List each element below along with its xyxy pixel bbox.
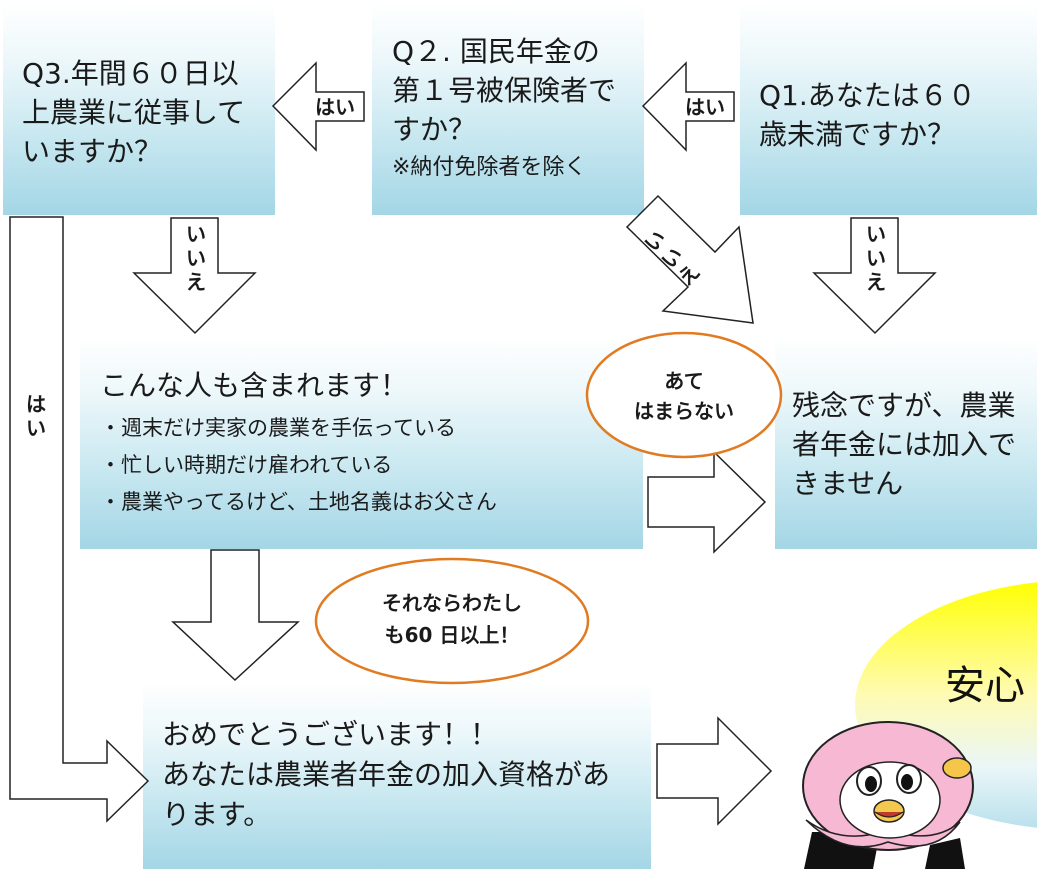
bubble-60days-line2: も60 日以上！ [384,623,520,647]
q3-line1: Q3.年間６０日以 [22,57,239,90]
q2-note: ※納付免除者を除く [392,155,587,180]
result-no-box [775,337,1037,549]
label-yes-q3-direct: はい [26,392,46,440]
q3-line3: いますか？ [22,135,163,168]
q2-line2: 第１号被保険者で [392,74,617,107]
q1-box [740,3,1037,215]
result-yes-line2: あなたは農業者年金の加入資格があ [162,758,611,791]
result-yes-box [143,682,651,869]
q2-line1: Q２. 国民年金の [392,35,600,68]
example-item-2: ・忙しい時期だけ雇われている [100,453,393,477]
arrow-no-q1 [812,217,937,335]
arrow-yes-q1-q2 [641,61,735,152]
q3-box [3,3,275,215]
example-item-3: ・農業やってるけど、土地名義はお父さん [100,490,497,514]
arrow-no-q3 [132,217,257,335]
example-item-1: ・週末だけ実家の農業を手伝っている [100,416,456,440]
q1-line2: 歳未満ですか？ [759,118,956,151]
examples-heading: こんな人も含まれます！ [100,369,409,402]
q2-line3: すか？ [392,113,477,146]
bubble-not-applicable-line2: はまらない [634,399,734,423]
bubble-60days-shape [314,557,590,685]
result-no-line2: 者年金には加入で [792,428,1017,461]
arrow-examples-to-yes [171,549,300,682]
arrow-yes-q2-q3 [271,61,365,152]
result-yes-line1: おめでとうございます！！ [162,718,499,751]
bubble-60days-line1: それならわたし [382,591,522,615]
result-no-line3: きません [792,467,904,500]
q2-box [372,3,644,215]
result-no-line1: 残念ですが、農業 [792,389,1016,422]
examples-box [80,337,643,549]
result-yes-line3: ります。 [162,798,272,831]
label-no-q3: いいえ [186,222,206,294]
arrow-yes-q3-direct [9,216,150,823]
label-yes-q2-q3: はい [315,95,355,119]
q1-line1: Q1.あなたは６０ [759,79,976,112]
arrow-yes-to-reassure [656,716,773,826]
mascot-character [802,721,974,869]
arrow-no-q2 [625,194,754,324]
q3-line2: 上農業に従事して [22,96,246,129]
reassure-text: 安心 [945,663,1025,709]
arrow-examples-to-no [647,450,767,554]
label-no-q1: いいえ [866,222,886,294]
label-yes-q1-q2: はい [685,95,725,119]
bubble-not-applicable-shape [585,331,783,459]
bubble-not-applicable-line1: あて [664,369,704,393]
